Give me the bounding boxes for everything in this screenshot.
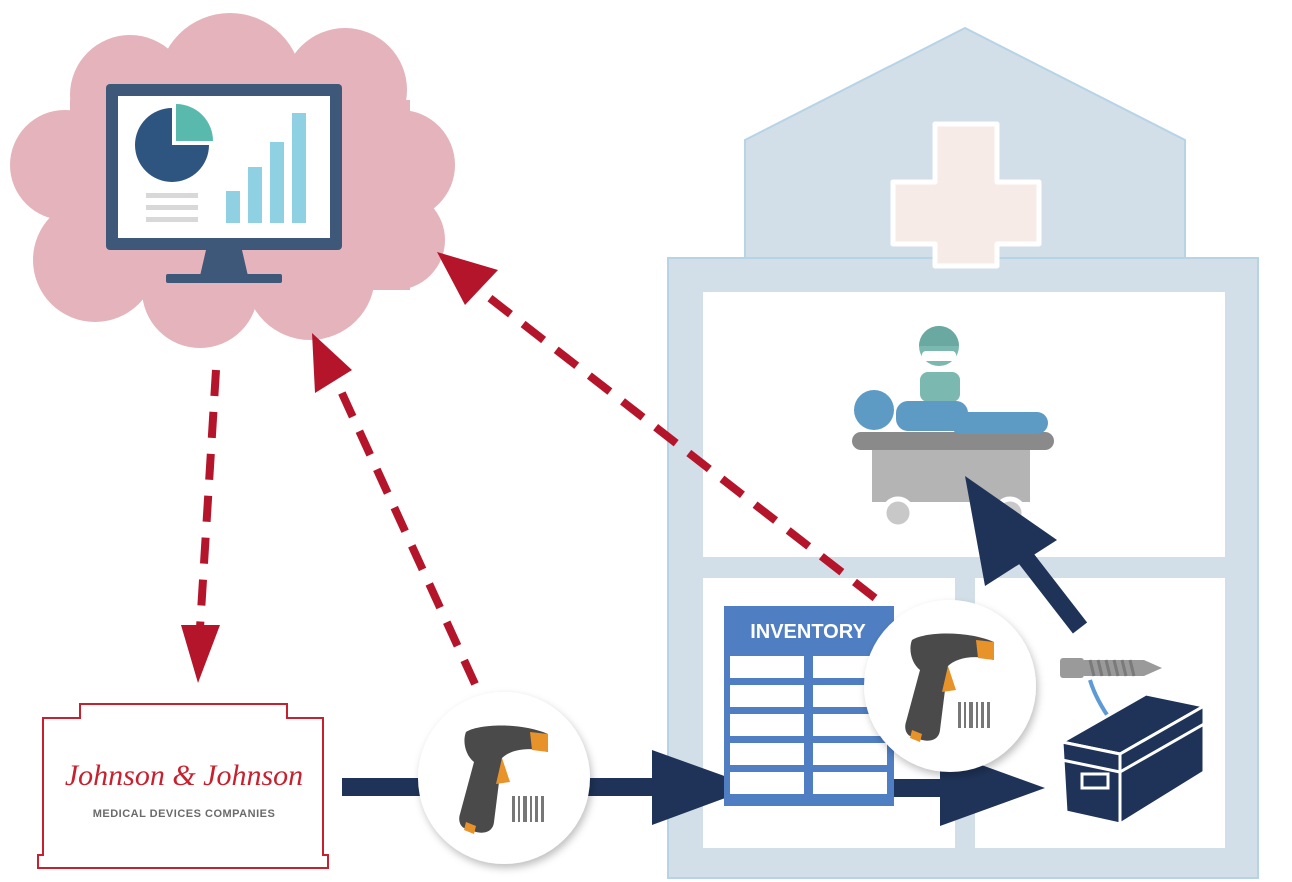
gurney-icon (852, 432, 1054, 530)
implant-box-icon (1060, 692, 1206, 826)
inventory-table-icon: INVENTORY (724, 606, 894, 806)
barcode-scanner-icon (864, 600, 1036, 772)
company-subtitle: MEDICAL DEVICES COMPANIES (93, 808, 276, 820)
patient-icon (854, 390, 1048, 434)
data-flow-arrows (196, 288, 878, 686)
monitor-icon (106, 84, 342, 283)
text-lines (146, 193, 198, 222)
arrowhead-company (181, 625, 220, 683)
surgeon-icon (919, 326, 960, 402)
company-building: Johnson & Johnson MEDICAL DEVICES COMPAN… (37, 703, 329, 869)
scanner-to-cloud-arrow (331, 376, 479, 686)
pie-chart-icon (135, 104, 213, 182)
arrowhead-cloud-center (312, 333, 352, 393)
medical-cross-icon (890, 121, 1042, 269)
cloud-to-company-arrow (196, 369, 220, 629)
arrowhead-cloud-right (437, 252, 498, 305)
company-brand: Johnson & Johnson (65, 759, 303, 792)
screw-icon (1060, 658, 1162, 678)
bar-chart-icon (226, 113, 306, 223)
inventory-title: INVENTORY (750, 621, 866, 643)
barcode-scanner-icon (418, 692, 590, 864)
